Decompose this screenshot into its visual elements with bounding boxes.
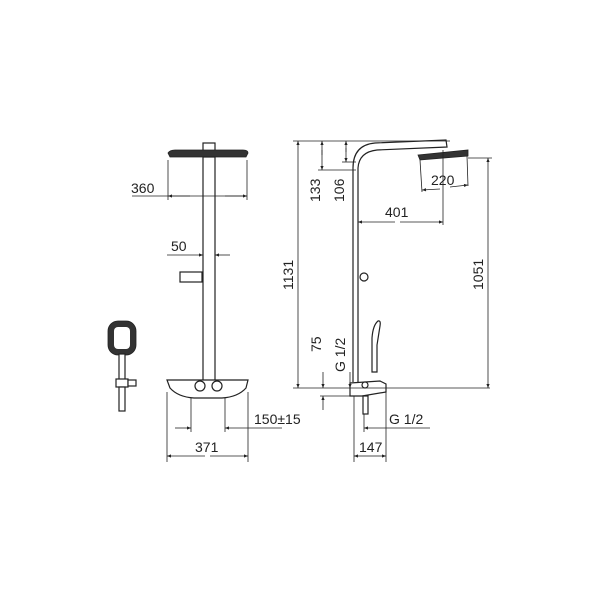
dim-connection-spacing: 150±15 xyxy=(175,398,301,432)
left-knob xyxy=(194,380,206,392)
dim-shelf-width: 371 xyxy=(166,392,249,462)
thermostat-shelf xyxy=(166,379,249,399)
label-g12-vertical: G 1/2 xyxy=(332,338,348,372)
dim-mixer-depth: 147 xyxy=(353,392,387,462)
hand-shower xyxy=(107,320,137,412)
hand-shower-holder xyxy=(179,271,203,283)
front-view: 360 50 150±15 371 xyxy=(107,142,301,462)
dim-head-height: 1051 xyxy=(468,157,492,388)
label-147: 147 xyxy=(359,439,383,455)
label-360: 360 xyxy=(131,180,155,196)
dim-column-diameter: 50 xyxy=(167,238,230,257)
label-371: 371 xyxy=(195,439,219,455)
label-50: 50 xyxy=(171,238,187,254)
dim-head-diameter: 220 xyxy=(419,155,469,193)
label-1051: 1051 xyxy=(470,259,486,290)
shower-arm-column xyxy=(352,139,448,382)
dim-arm-projection: 401 xyxy=(358,150,444,225)
dim-arm-offset-106: 106 xyxy=(331,141,356,202)
dim-outlet-thread: G 1/2 xyxy=(363,411,430,432)
label-133: 133 xyxy=(307,178,323,202)
dim-head-width: 360 xyxy=(131,160,248,200)
label-150: 150±15 xyxy=(254,411,301,427)
hose-outlet xyxy=(362,395,369,415)
shower-column xyxy=(202,156,216,384)
right-knob xyxy=(211,380,223,392)
hand-shower-holder xyxy=(359,272,369,282)
label-1131: 1131 xyxy=(280,260,296,290)
label-g12-horizontal: G 1/2 xyxy=(389,411,423,427)
dim-total-height: 1131 xyxy=(280,141,300,388)
label-75: 75 xyxy=(308,336,324,352)
dim-arm-offset-133: 133 xyxy=(307,141,356,202)
side-view: 1131 133 106 220 401 xyxy=(280,139,492,462)
dim-inlet-offset: 75 xyxy=(308,336,352,410)
dim-inlet-thread: G 1/2 xyxy=(332,338,352,388)
hand-shower xyxy=(371,320,381,373)
label-401: 401 xyxy=(385,204,409,220)
label-106: 106 xyxy=(331,178,347,202)
overhead-shower-head xyxy=(167,149,249,158)
